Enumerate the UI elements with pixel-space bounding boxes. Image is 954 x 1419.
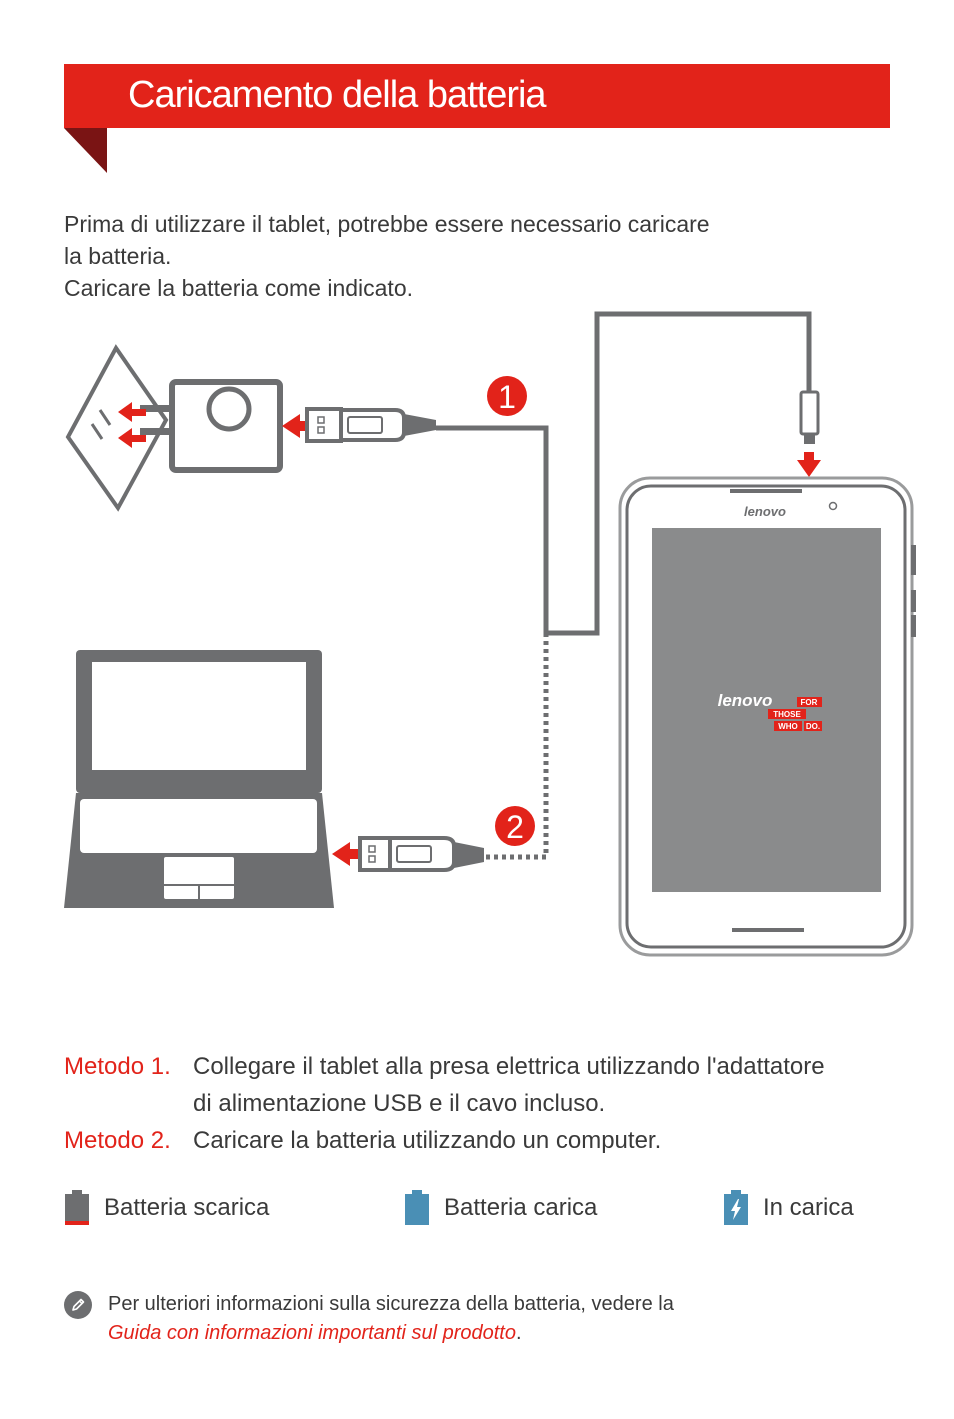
legend-charging-label: In carica xyxy=(763,1194,854,1221)
legend-battery-low: Batteria scarica xyxy=(64,1188,269,1228)
method-2: Metodo 2. Caricare la batteria utilizzan… xyxy=(64,1122,833,1159)
intro-line-1: Prima di utilizzare il tablet, potrebbe … xyxy=(64,211,710,237)
banner-fold xyxy=(64,128,107,173)
legend-battery-full-label: Batteria carica xyxy=(444,1194,598,1221)
splash-tag-do: DO. xyxy=(806,722,820,731)
safety-note: Per ulteriori informazioni sulla sicurez… xyxy=(64,1290,674,1348)
arrow-to-adapter xyxy=(282,414,308,438)
note-text: Per ulteriori informazioni sulla sicurez… xyxy=(108,1293,674,1315)
splash-tag-for: FOR xyxy=(801,698,818,707)
splash-tag-who: WHO xyxy=(778,722,798,731)
charging-methods: Metodo 1. Collegare il tablet alla presa… xyxy=(64,1048,833,1159)
intro-text: Prima di utilizzare il tablet, potrebbe … xyxy=(64,208,824,304)
step-2-marker: 2 xyxy=(495,806,535,846)
charging-diagram: 1 2 lenovo lenovo FOR xyxy=(64,311,916,957)
arrow-to-laptop xyxy=(332,842,360,866)
step-2-number: 2 xyxy=(506,809,524,845)
splash-tag-those: THOSE xyxy=(773,710,801,719)
product-guide-link[interactable]: Guida con informazioni importanti sul pr… xyxy=(108,1322,516,1344)
method-2-text: Caricare la batteria utilizzando un comp… xyxy=(193,1127,662,1154)
step-1-marker: 1 xyxy=(487,376,527,416)
tablet: lenovo lenovo FOR THOSE WHO DO. xyxy=(618,476,916,957)
usb-cable-alt-route xyxy=(484,633,549,860)
battery-low-icon xyxy=(65,1190,89,1225)
legend-battery-low-label: Batteria scarica xyxy=(104,1194,270,1221)
page-title: Caricamento della batteria xyxy=(128,74,547,116)
method-2-label: Metodo 2. xyxy=(64,1127,171,1154)
intro-line-3: Caricare la batteria come indicato. xyxy=(64,275,413,301)
intro-line-2: la batteria. xyxy=(64,243,172,269)
adapter-prongs xyxy=(118,402,172,448)
pencil-icon xyxy=(64,1291,92,1319)
usb-power-adapter xyxy=(169,379,283,473)
title-banner xyxy=(64,64,890,128)
legend-battery-full: Batteria carica xyxy=(404,1188,597,1228)
splash-brand: lenovo xyxy=(718,691,773,710)
laptop xyxy=(64,650,334,908)
micro-usb-connector xyxy=(797,390,821,477)
usb-plug-2 xyxy=(358,836,484,872)
usb-plug-1 xyxy=(305,407,436,443)
wall-outlet xyxy=(65,344,169,512)
tablet-screen xyxy=(652,528,881,892)
tablet-brand: lenovo xyxy=(744,504,786,519)
method-1-label: Metodo 1. xyxy=(64,1053,171,1080)
usb-cable xyxy=(436,311,812,636)
battery-charging-icon xyxy=(724,1190,748,1225)
method-1: Metodo 1. Collegare il tablet alla presa… xyxy=(64,1048,833,1122)
note-tail: . xyxy=(516,1322,522,1344)
method-1-text: Collegare il tablet alla presa elettrica… xyxy=(193,1053,825,1117)
battery-full-icon xyxy=(405,1190,429,1225)
legend-charging: In carica xyxy=(723,1188,854,1228)
step-1-number: 1 xyxy=(498,379,516,415)
